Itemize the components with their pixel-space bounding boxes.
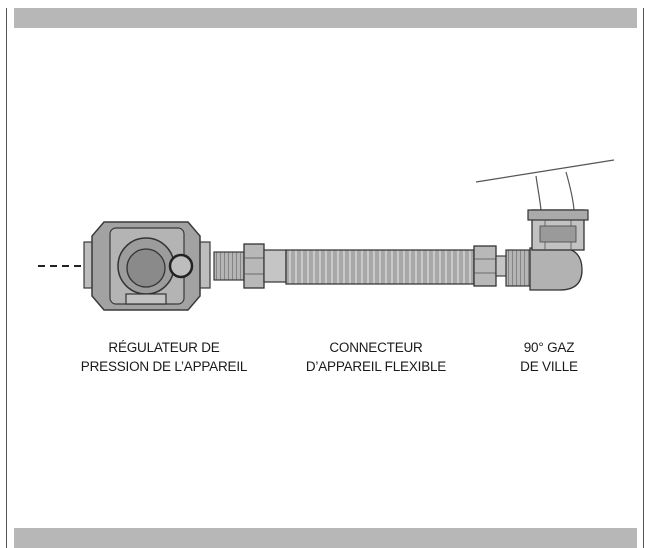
gas-elbow-label-line1: 90° GAZ <box>523 340 575 355</box>
top-border-bar <box>14 8 637 28</box>
left-threaded-nipple <box>213 251 245 281</box>
left-flare-nut <box>243 243 287 289</box>
pressure-regulator <box>83 221 211 311</box>
regulator-label-line2: PRESSION DE L’APPAREIL <box>80 359 248 374</box>
flexible-hose <box>285 249 475 285</box>
gas-elbow-label-line2: DE VILLE <box>520 359 578 374</box>
left-border-line <box>6 8 7 548</box>
bottom-border-bar <box>14 528 637 548</box>
right-border-line <box>643 8 644 548</box>
gas-elbow-label: 90° GAZ DE VILLE <box>506 338 592 376</box>
gas-elbow-90 <box>475 159 615 291</box>
regulator-label: RÉGULATEUR DE PRESSION DE L’APPAREIL <box>60 338 268 376</box>
connector-label: CONNECTEUR D’APPAREIL FLEXIBLE <box>282 338 470 376</box>
connector-label-line2: D’APPAREIL FLEXIBLE <box>305 359 447 374</box>
connector-label-line1: CONNECTEUR <box>329 340 423 355</box>
regulator-label-line1: RÉGULATEUR DE <box>108 340 220 355</box>
right-flare-nut <box>473 245 509 287</box>
